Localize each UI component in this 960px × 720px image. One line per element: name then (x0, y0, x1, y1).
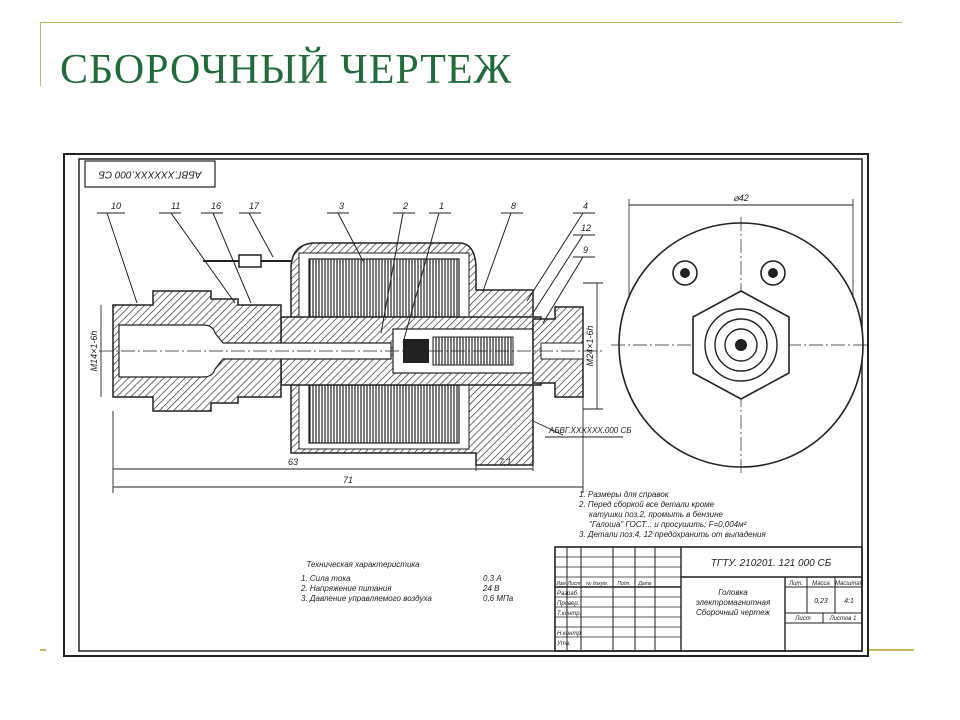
callout-10: 10 (111, 201, 121, 211)
col-header-list: Лист (567, 581, 581, 587)
end-view: ⌀42 (611, 193, 869, 473)
title-block-name-1: Головка (718, 588, 748, 597)
callout-4: 4 (583, 201, 588, 211)
spec-value-2: 24 В (482, 584, 500, 593)
dim-thread-right: M24×1-6h (585, 326, 595, 367)
dim-diameter-42: ⌀42 (733, 193, 748, 203)
nut-bore (735, 339, 747, 351)
meta-header-scale: Масштаб (835, 581, 864, 587)
dimension-lines (100, 282, 623, 493)
note-line-3: катушки поз.2, промыть в бензине (589, 510, 723, 519)
nut-ring-outer (704, 308, 778, 382)
callout-1: 1 (439, 201, 444, 211)
dim-71: 71 (343, 475, 353, 485)
callout-2: 2 (402, 201, 408, 211)
callout-8: 8 (511, 201, 516, 211)
terminal-block (238, 254, 262, 268)
note-line-1: 1. Размеры для справок (579, 490, 670, 499)
corner-stamp-text: АБВГ.ХХХХХХ.000 СБ (98, 168, 203, 179)
row-label-prover: Провер. (557, 601, 579, 607)
meta-mass-value: 0,23 (814, 598, 828, 605)
corner-stamp-box (84, 160, 216, 188)
dim-63: 63 (288, 457, 298, 467)
note-line-2: 2. Перед сборкой все детали кроме (578, 500, 715, 509)
title-block-name-2: электромагнитная (696, 598, 771, 607)
screw-left-center (680, 268, 690, 278)
meta-header-lit: Лит. (788, 581, 803, 587)
meta-header-mass: Масса (812, 581, 830, 587)
dim-7-1: 7,1 (499, 457, 512, 467)
callout-17: 17 (249, 201, 260, 211)
title-block-name-3: Сборочный чертеж (696, 608, 770, 617)
section-view (99, 242, 603, 466)
spec-value-3: 0,6 МПа (483, 594, 514, 603)
meta-scale-value: 4:1 (844, 598, 854, 605)
spec-label-1: 1. Сила тока (301, 574, 351, 583)
callout-9: 9 (583, 245, 588, 255)
nut-ring-inner (724, 328, 758, 362)
accent-line-top (40, 22, 902, 23)
callout-11: 11 (171, 201, 180, 211)
screw-right-center (768, 268, 778, 278)
specs-block: Техническая характеристика 1. Сила тока … (300, 560, 514, 603)
callout-16: 16 (211, 201, 221, 211)
coil-top (308, 258, 460, 318)
note-line-5: 3. Детали поз.4, 12 предохранить от выпа… (579, 530, 766, 539)
notes-block: 1. Размеры для справок 2. Перед сборкой … (578, 490, 766, 539)
callouts (97, 212, 595, 344)
meta-sheet-label: Лист (794, 616, 810, 622)
title-block (554, 546, 863, 652)
spec-value-1: 0,3 А (483, 574, 502, 583)
col-header-date: Дата (637, 581, 651, 587)
dim-thread-left: M14×1-6h (89, 331, 99, 372)
col-header-izm: Изм (556, 581, 566, 587)
callout-3: 3 (339, 201, 344, 211)
col-header-sign: Подп. (617, 581, 630, 587)
accent-line-bottom-left (40, 649, 46, 651)
row-label-razrab: Разраб. (557, 591, 579, 597)
note-line-4: "Галоша" ГОСТ... и просушить; F=0,004м² (589, 520, 747, 529)
specs-title: Техническая характеристика (306, 560, 420, 569)
accent-line-left (40, 22, 41, 86)
row-label-utv: Утв. (556, 641, 571, 647)
nut-ring-mid (714, 318, 768, 372)
callout-12: 12 (581, 223, 591, 233)
spec-label-2: 2. Напряжение питания (300, 584, 392, 593)
accent-line-bottom (858, 649, 914, 651)
assembly-drawing: АБВГ.ХХХХХХ.000 СБ (63, 153, 869, 657)
coil-bottom (308, 384, 460, 444)
sheet-inner-frame (78, 158, 863, 652)
title-block-code: ТГТУ. 210201. 121 000 СБ (711, 558, 832, 569)
row-label-tkontr: Т.контр. (557, 611, 581, 617)
row-label-nkontr: Н.контр. (557, 631, 582, 637)
spec-label-3: 3. Давление управляемого воздуха (301, 594, 432, 603)
meta-sheets-label: Листов 1 (829, 616, 857, 622)
leader-reference: АБВГ.ХХХХХХ.000 СБ (548, 426, 631, 435)
col-header-doc: № докум. (586, 581, 608, 587)
slide-title: СБОРОЧНЫЙ ЧЕРТЕЖ (60, 47, 513, 93)
